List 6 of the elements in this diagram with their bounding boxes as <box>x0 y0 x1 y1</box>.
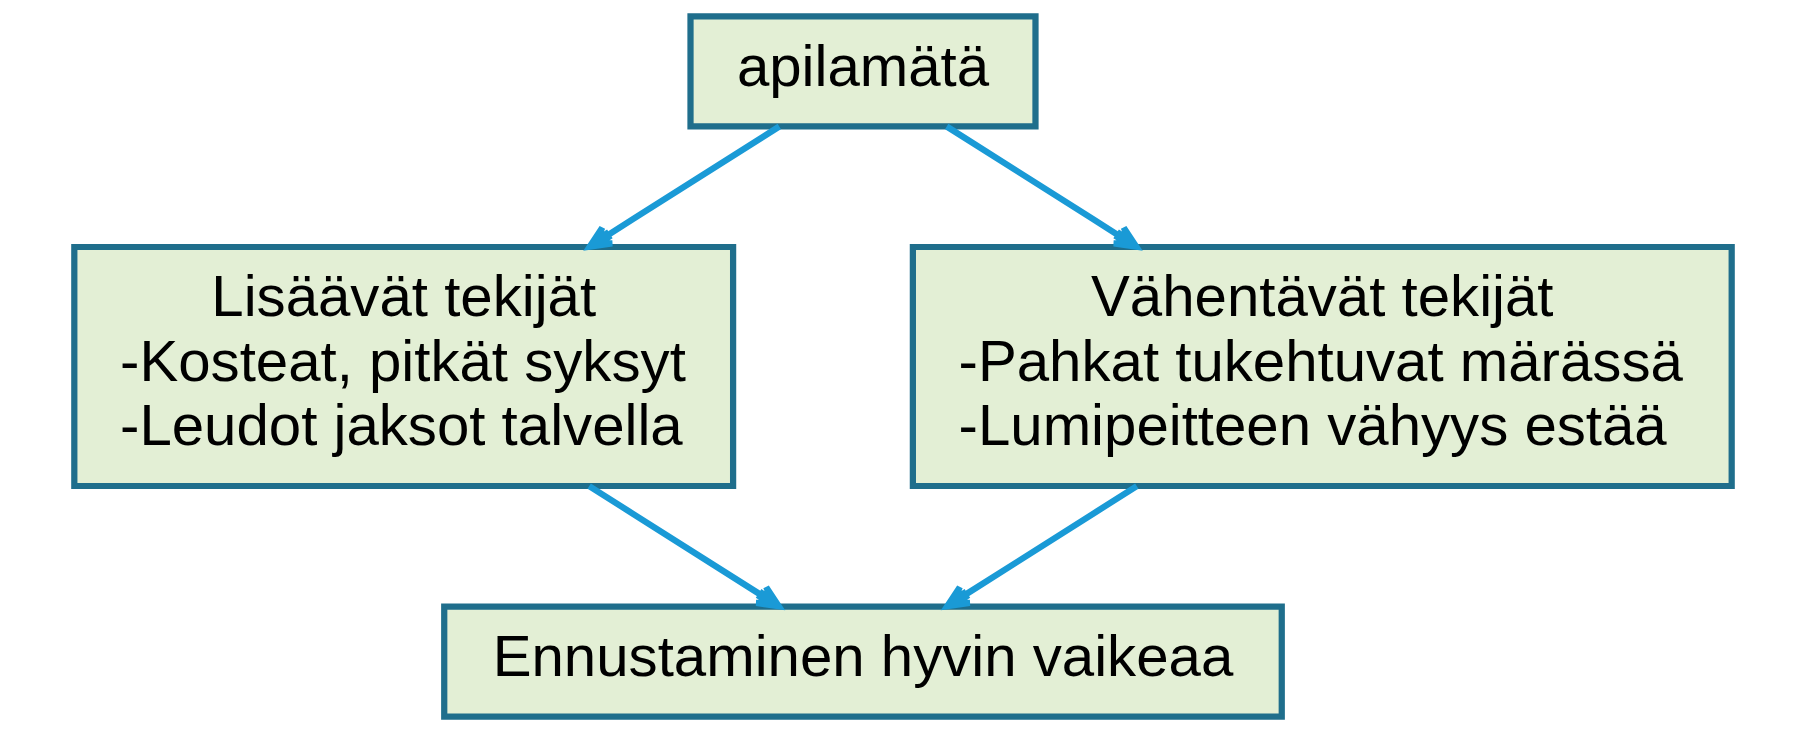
node-box: Lisäävät tekijät -Kosteat, pitkät syksyt -Leudot jaksot talvella <box>70 243 736 490</box>
node-box: Ennustaminen hyvin vaikeaa <box>440 603 1285 720</box>
arrow <box>943 483 1138 610</box>
node-box: Vähentävät tekijät -Pahkat tukehtuvat märässä -Lumipeitteen vähyys estää <box>909 243 1735 490</box>
node-box: apilamätä <box>686 13 1039 130</box>
arrow <box>586 123 781 250</box>
